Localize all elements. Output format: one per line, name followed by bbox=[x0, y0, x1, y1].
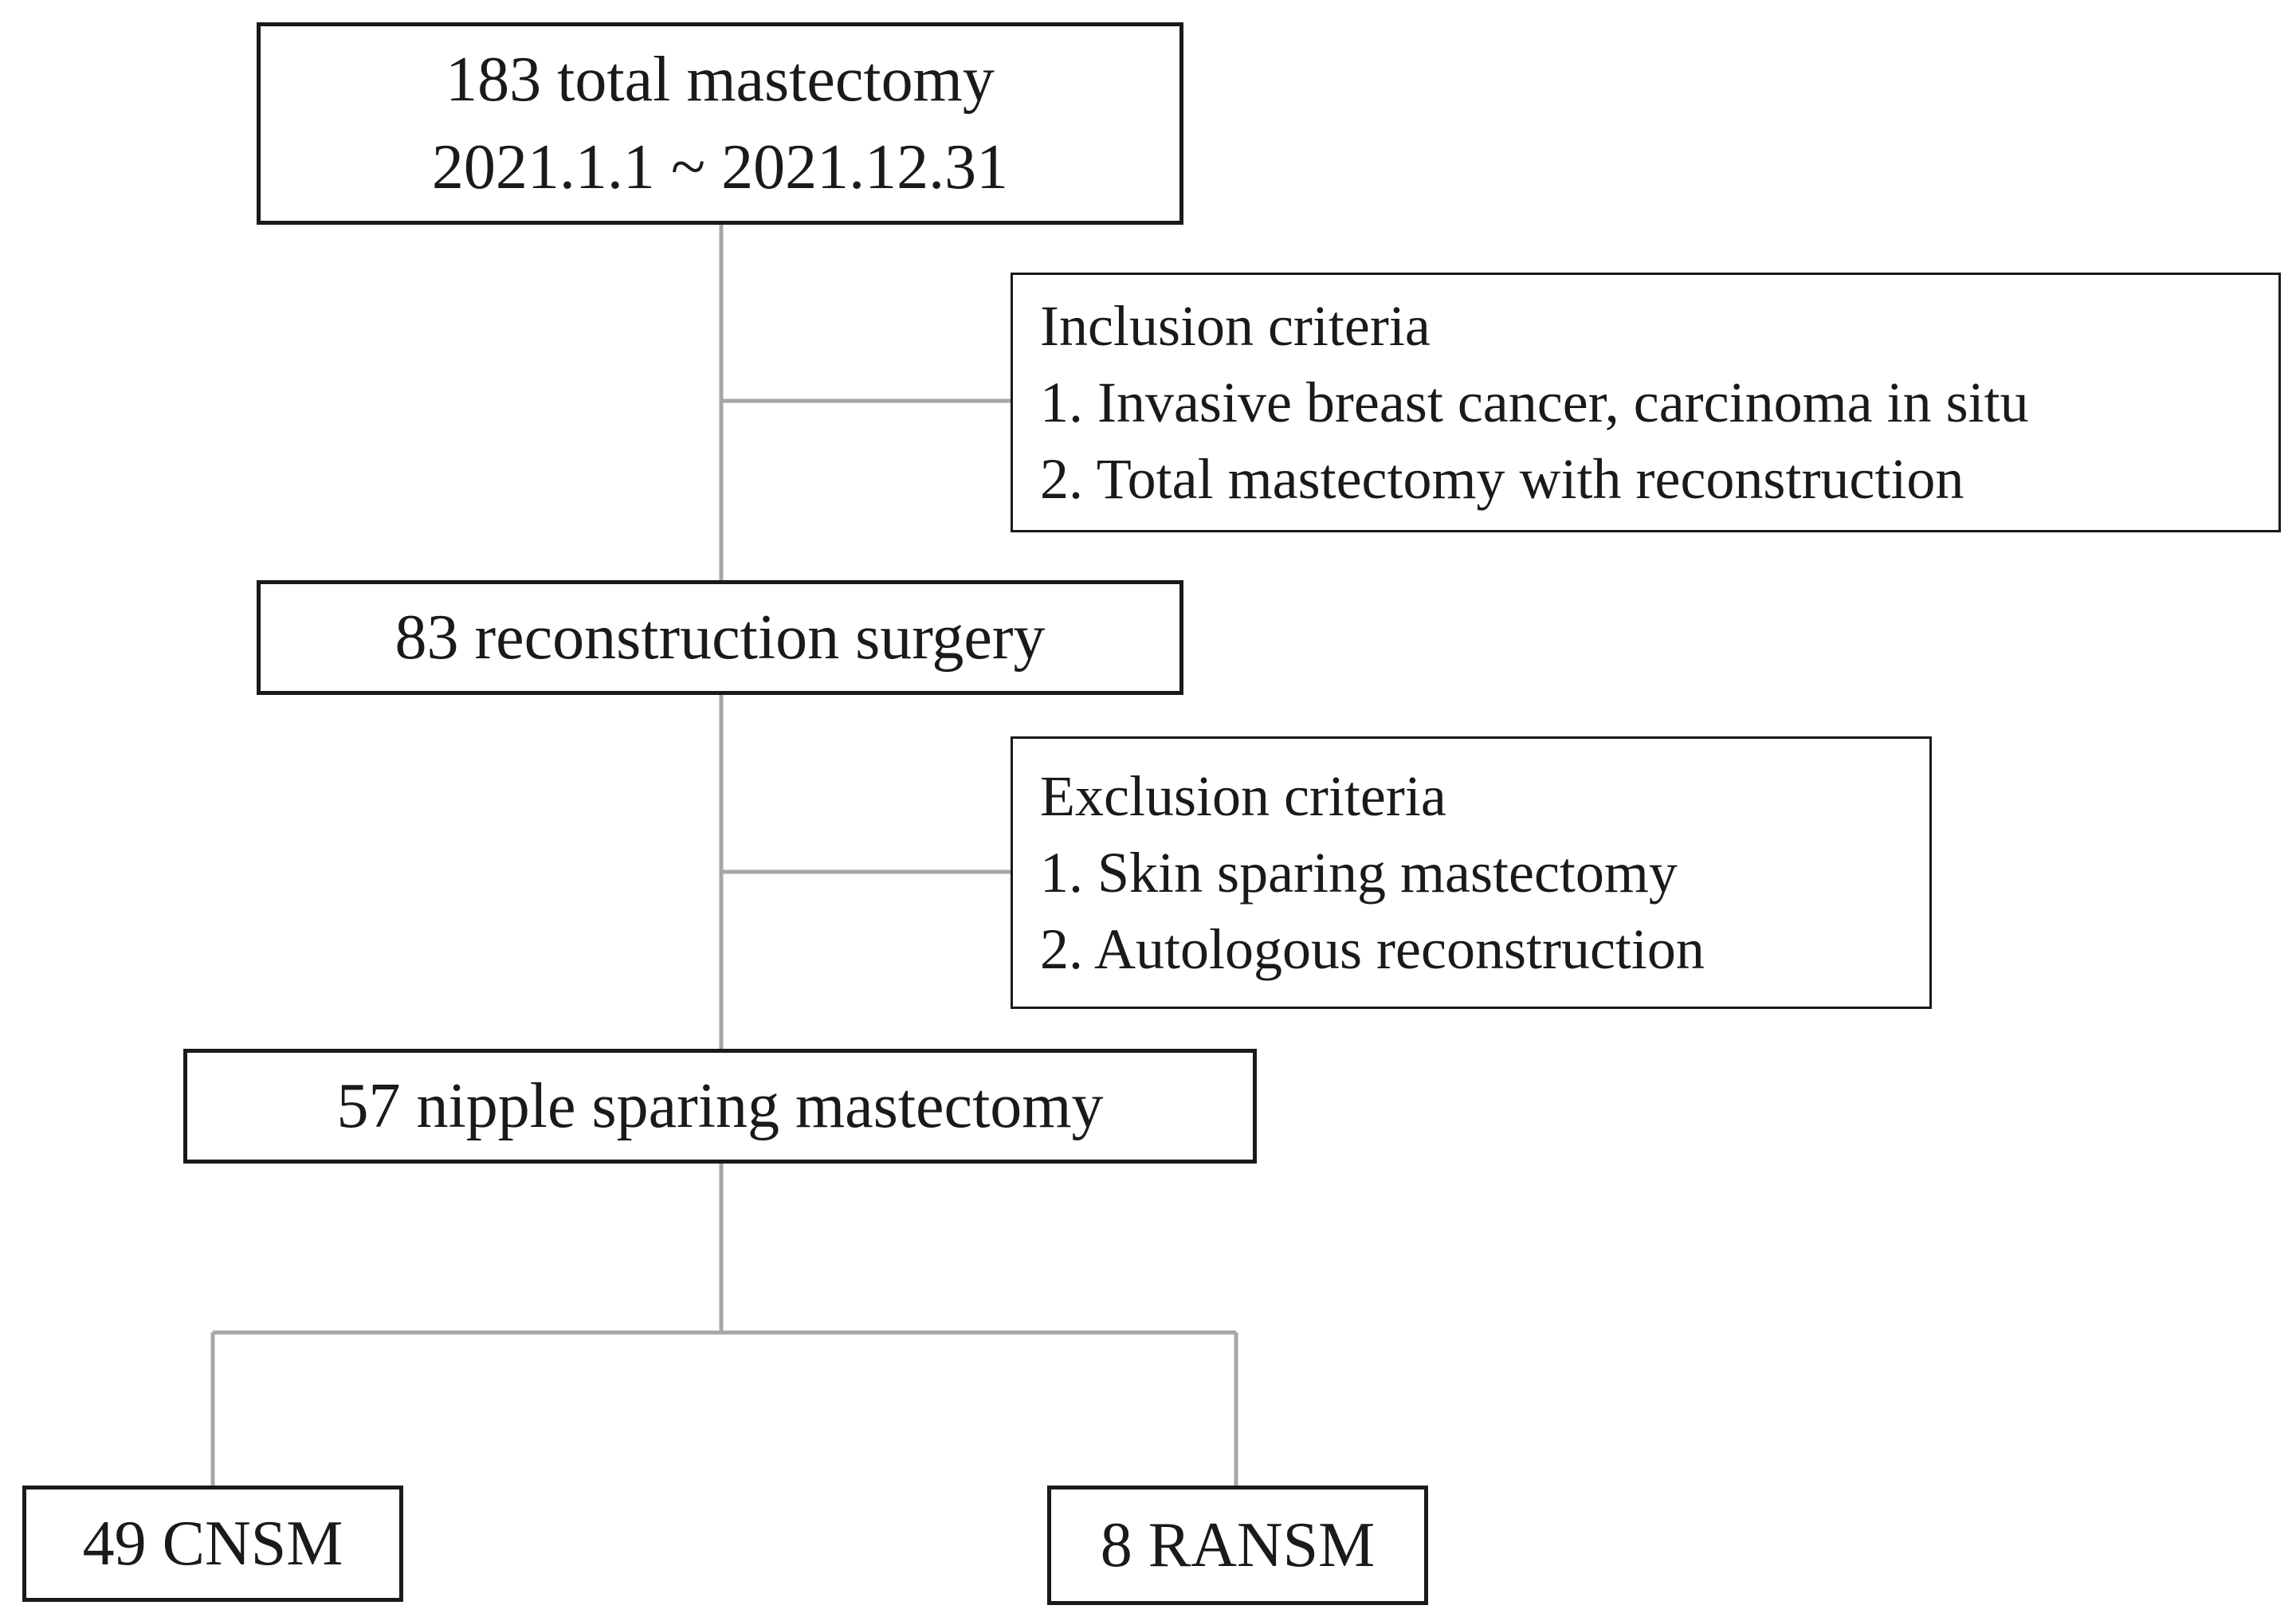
cnsm-box: 49 CNSM bbox=[22, 1486, 403, 1602]
exclusion-criteria-title: Exclusion criteria bbox=[1040, 764, 1446, 828]
inclusion-criteria-item: 1. Invasive breast cancer, carcinoma in … bbox=[1040, 371, 2029, 434]
start-count-label: 183 total mastectomy bbox=[445, 45, 995, 115]
exclusion-criteria-item: 1. Skin sparing mastectomy bbox=[1040, 841, 1678, 905]
inclusion-criteria-box: Inclusion criteria 1. Invasive breast ca… bbox=[1011, 273, 2281, 532]
reconstruction-label: 83 reconstruction surgery bbox=[394, 602, 1046, 673]
exclusion-criteria-item: 2. Autologous reconstruction bbox=[1040, 917, 1705, 981]
nipple-sparing-box: 57 nipple sparing mastectomy bbox=[183, 1049, 1257, 1164]
start-box: 183 total mastectomy 2021.1.1 ~ 2021.12.… bbox=[257, 22, 1183, 225]
exclusion-criteria-box: Exclusion criteria 1. Skin sparing maste… bbox=[1011, 736, 1932, 1009]
inclusion-criteria-title: Inclusion criteria bbox=[1040, 294, 1431, 358]
start-date-range: 2021.1.1 ~ 2021.12.31 bbox=[431, 132, 1009, 202]
ransm-box: 8 RANSM bbox=[1047, 1486, 1428, 1605]
nipple-sparing-label: 57 nipple sparing mastectomy bbox=[336, 1071, 1104, 1141]
reconstruction-box: 83 reconstruction surgery bbox=[257, 580, 1183, 695]
cnsm-label: 49 CNSM bbox=[82, 1509, 343, 1579]
inclusion-criteria-item: 2. Total mastectomy with reconstruction bbox=[1040, 447, 1964, 511]
ransm-label: 8 RANSM bbox=[1100, 1510, 1376, 1580]
